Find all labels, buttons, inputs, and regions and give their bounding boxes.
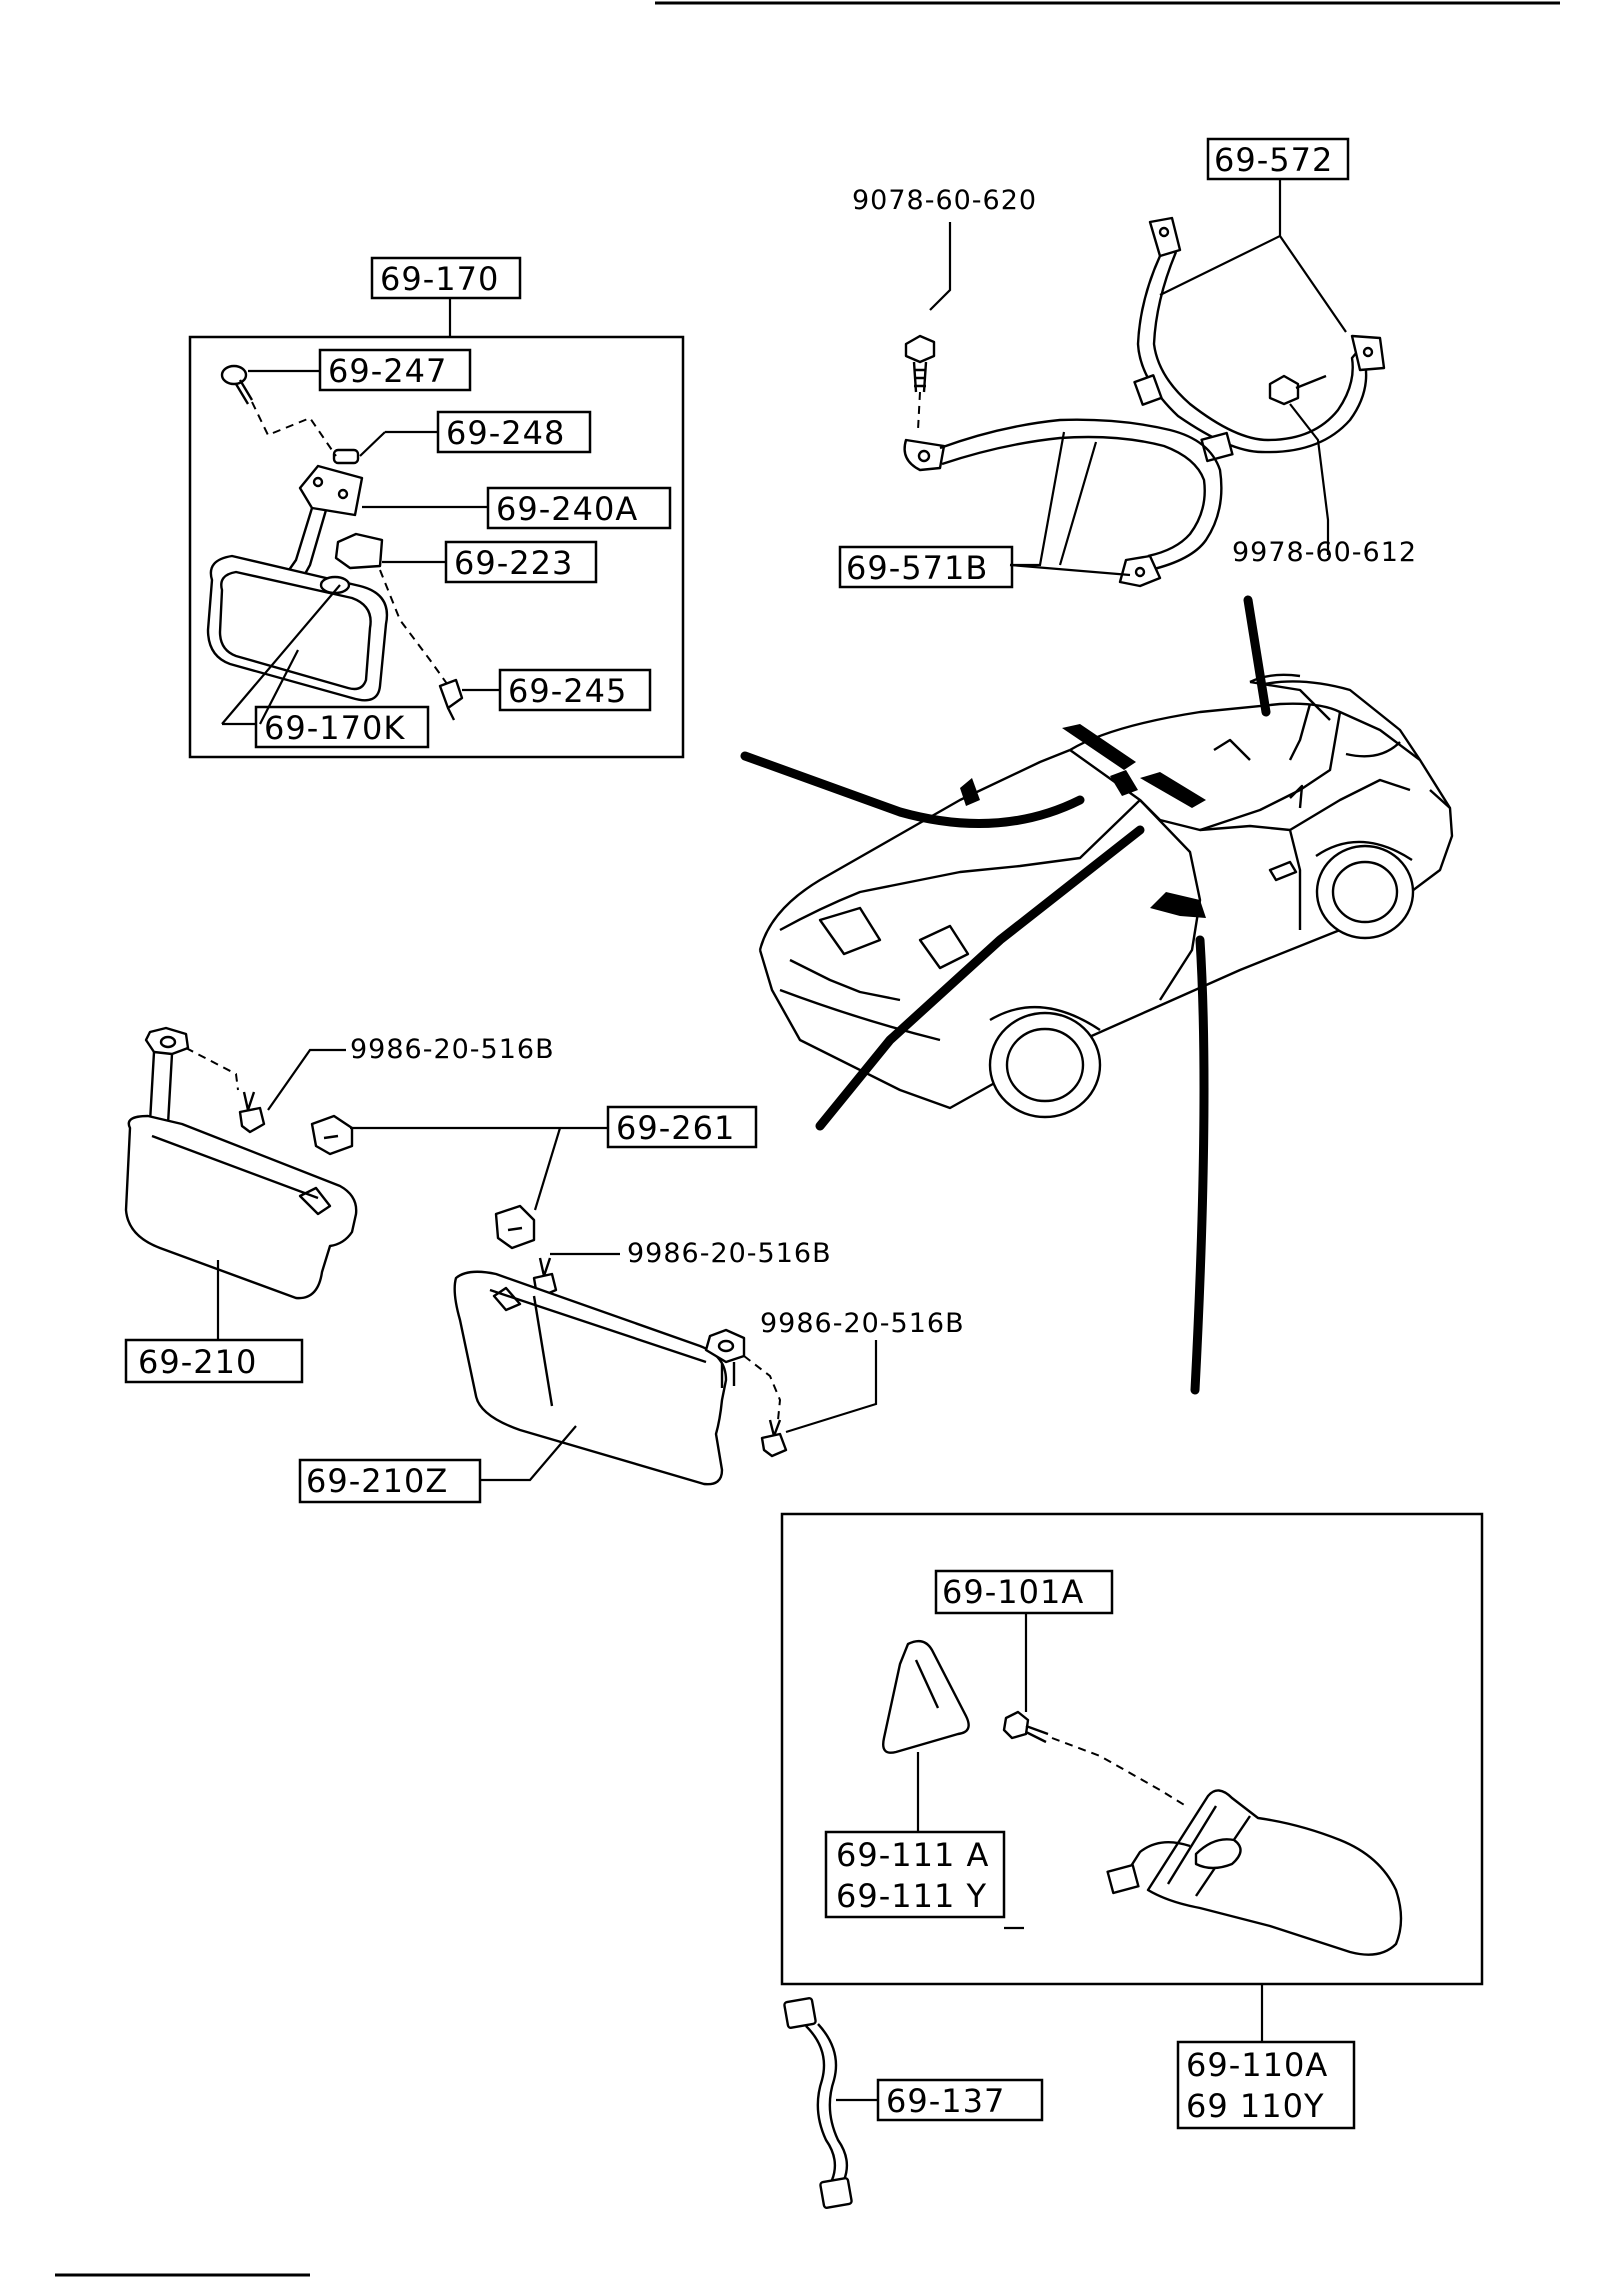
label-9978-60-612: 9978-60-612 <box>1232 537 1417 568</box>
label-box-69-170K <box>254 705 430 749</box>
label-box-69-245 <box>498 668 652 712</box>
label-box-69-572 <box>1206 137 1350 181</box>
mirror-garnish-icon <box>882 1639 970 1754</box>
visor-holder-icon <box>310 1114 354 1156</box>
label-69-137: 69-137 <box>886 2082 1005 2120</box>
ground-strap-icon <box>903 418 1223 588</box>
label-box-69-240A <box>486 486 672 530</box>
label-box-69-261 <box>606 1105 758 1149</box>
label-box-69-223 <box>444 540 598 584</box>
label-69-571B: 69-571B <box>846 549 988 587</box>
cover-icon <box>334 532 384 570</box>
screw-icon <box>238 1091 266 1134</box>
label-box-69-170 <box>370 256 522 300</box>
label-69-240A: 69-240A <box>496 490 638 528</box>
label-9986-20-516B-a: 9986-20-516B <box>350 1034 555 1065</box>
door-mirror-frame <box>780 1512 1484 1986</box>
label-69-210Z: 69-210Z <box>306 1462 448 1500</box>
screw-icon <box>1002 1710 1049 1744</box>
label-9986-20-516B-b: 9986-20-516B <box>627 1238 832 1269</box>
room-mirror-frame <box>188 335 685 759</box>
door-mirror-group: 69-101A 69-111 A 69-111 Y 69-110A 69 110… <box>780 1512 1484 2130</box>
label-69-101A: 69-101A <box>942 1573 1084 1611</box>
cap-icon <box>332 448 360 465</box>
label-box-69-210 <box>124 1338 304 1384</box>
label-69-261: 69-261 <box>616 1109 735 1147</box>
label-69-247: 69-247 <box>328 352 447 390</box>
label-69-248: 69-248 <box>446 414 565 452</box>
label-69-223: 69-223 <box>454 544 573 582</box>
label-69-110A: 69-110A <box>1186 2046 1328 2084</box>
label-box-69-110 <box>1176 2040 1356 2130</box>
ground-strap-icon <box>1133 216 1386 463</box>
car-illustration <box>740 595 1454 1395</box>
screw-icon <box>438 678 464 721</box>
label-69-110Y: 69 110Y <box>1186 2087 1325 2125</box>
label-69-111Y: 69-111 Y <box>836 1877 987 1915</box>
label-69-245: 69-245 <box>508 672 627 710</box>
label-box-69-210Z <box>298 1458 482 1504</box>
label-box-69-101A <box>934 1569 1114 1615</box>
label-69-210: 69-210 <box>138 1343 257 1381</box>
sun-visor-icon <box>453 1270 746 1486</box>
label-9078-60-620: 9078-60-620 <box>852 185 1037 216</box>
rearview-mirror-icon <box>206 554 389 702</box>
harness-group: 69-137 <box>783 1997 1044 2209</box>
label-box-69-111 <box>824 1830 1006 1919</box>
label-box-69-571B <box>838 545 1014 589</box>
label-box-69-247 <box>318 348 472 392</box>
screw-icon <box>760 1419 788 1458</box>
visor-holder-icon <box>494 1204 536 1250</box>
wiring-harness-icon <box>783 1997 853 2209</box>
bolt-icon <box>1268 374 1327 406</box>
room-mirror-group: 69-170 69-247 69-248 69-240A <box>188 256 685 759</box>
label-box-69-248 <box>436 410 592 454</box>
strap-group: 9078-60-620 69-572 <box>838 137 1417 589</box>
label-69-170K: 69-170K <box>264 709 405 747</box>
screw-icon <box>220 364 254 405</box>
label-69-111A: 69-111 A <box>836 1836 989 1874</box>
sun-visor-group: 9986-20-516B 69-261 <box>124 1026 965 1504</box>
bolt-icon <box>904 334 936 393</box>
sun-visor-icon <box>124 1026 358 1300</box>
label-box-69-137 <box>876 2078 1044 2122</box>
label-9986-20-516B-c: 9986-20-516B <box>760 1308 965 1339</box>
label-69-170: 69-170 <box>380 260 499 298</box>
label-69-572: 69-572 <box>1214 141 1333 179</box>
door-mirror-icon <box>1106 1789 1403 1956</box>
